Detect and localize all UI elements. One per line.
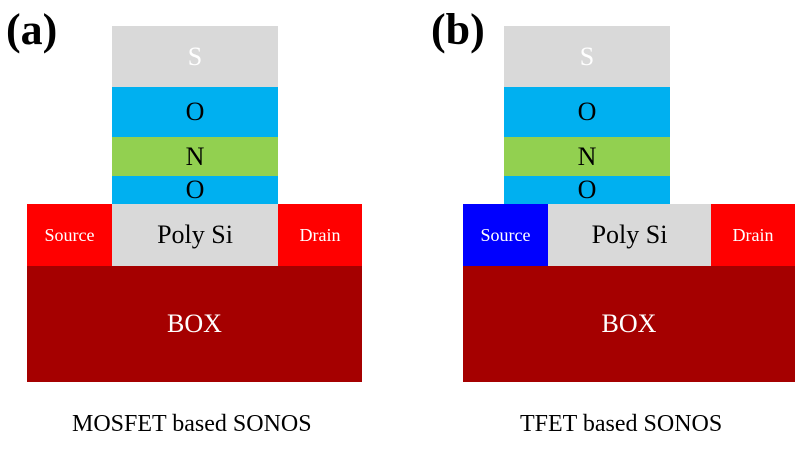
source-region: Source (27, 204, 112, 266)
poly-si-channel: Poly Si (112, 204, 278, 266)
tunnel-oxide-layer: O (504, 175, 670, 204)
top-oxide-layer: O (504, 87, 670, 137)
gate-layer-s: S (504, 26, 670, 87)
panel-label-a: (a) (6, 5, 58, 54)
nitride-layer: N (504, 137, 670, 176)
drain-region: Drain (711, 204, 795, 266)
box-layer: BOX (27, 266, 362, 382)
box-layer: BOX (463, 266, 795, 382)
panel-mosfet-sonos: (a) S O N O Source Poly Si Drain BOX MOS… (6, 5, 362, 437)
panel-label-b: (b) (431, 5, 485, 54)
caption-mosfet: MOSFET based SONOS (72, 411, 312, 437)
tunnel-oxide-layer: O (112, 175, 278, 204)
caption-tfet: TFET based SONOS (520, 411, 723, 437)
drain-region: Drain (278, 204, 362, 266)
poly-si-channel: Poly Si (548, 204, 711, 266)
source-region: Source (463, 204, 548, 266)
panel-tfet-sonos: (b) S O N O Source Poly Si Drain BOX TFE… (401, 0, 802, 449)
gate-layer-s: S (112, 26, 278, 87)
top-oxide-layer: O (112, 87, 278, 137)
nitride-layer: N (112, 137, 278, 176)
